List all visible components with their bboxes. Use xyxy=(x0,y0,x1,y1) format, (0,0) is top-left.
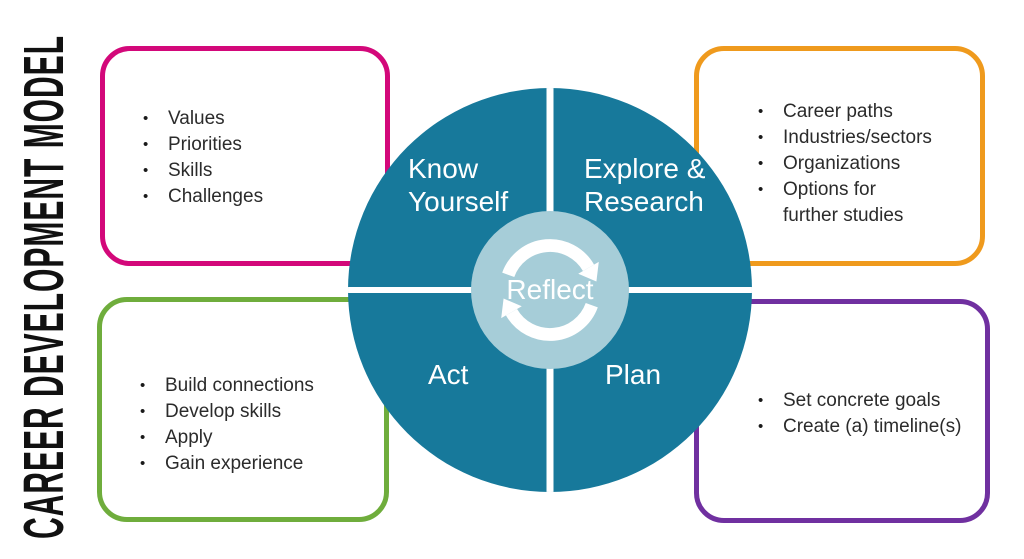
list-item: • Industries/sectors xyxy=(758,125,935,151)
reflect-label: Reflect xyxy=(506,274,594,305)
bullet-icon: • xyxy=(758,129,764,146)
list-item: • Values xyxy=(143,106,263,132)
quadrant-label-plan: Plan xyxy=(605,359,662,390)
cycle-arrows-icon xyxy=(501,239,599,341)
list-item: • Challenges xyxy=(143,184,263,210)
list-item-text: Career paths xyxy=(783,101,893,122)
bullet-icon: • xyxy=(758,392,764,409)
list-item-text: Set concrete goals xyxy=(783,390,941,411)
bullet-icon: • xyxy=(143,136,149,153)
list-item: • Build connections xyxy=(140,373,314,399)
list-item: • Organizations xyxy=(758,151,935,177)
bullet-icon: • xyxy=(140,377,146,394)
list-item-text: Organizations xyxy=(783,153,901,174)
bullet-icon: • xyxy=(758,418,764,435)
quadrant-label-know-yourself: Know Yourself xyxy=(408,153,509,217)
page-title: CAREER DEVELOPMENT MODEL xyxy=(14,34,77,540)
list-item: • Apply xyxy=(140,425,314,451)
list-item: • Set concrete goals xyxy=(758,388,961,414)
bullet-icon: • xyxy=(143,110,149,127)
list-item-text: Industries/sectors xyxy=(783,127,932,148)
bullet-icon: • xyxy=(758,155,764,172)
list-item-text: Gain experience xyxy=(165,453,304,474)
plan-list: • Set concrete goals • Create (a) timeline… xyxy=(758,388,961,440)
bullet-icon: • xyxy=(140,455,146,472)
list-item: • Options for further studies xyxy=(758,177,935,229)
list-item-text: Options for further studies xyxy=(783,179,904,226)
list-item-text: Create (a) timeline(s) xyxy=(783,416,962,437)
list-item: • Gain experience xyxy=(140,451,314,477)
list-item-text: Build connections xyxy=(165,375,314,396)
list-item-text: Challenges xyxy=(168,186,264,207)
list-item: • Skills xyxy=(143,158,263,184)
panel-act: • Build connections • Develop skills • Appl… xyxy=(97,297,389,522)
bullet-icon: • xyxy=(758,103,764,120)
list-item-text: Values xyxy=(168,108,225,129)
list-item: • Priorities xyxy=(143,132,263,158)
bullet-icon: • xyxy=(143,162,149,179)
act-list: • Build connections • Develop skills • Appl… xyxy=(140,373,314,477)
list-item: • Develop skills xyxy=(140,399,314,425)
list-item-text: Develop skills xyxy=(165,401,282,422)
list-item-text: Skills xyxy=(168,160,213,181)
quadrant-label-act: Act xyxy=(428,359,469,390)
know-yourself-list: • Values • Priorities • Skills • Challenges xyxy=(143,106,263,210)
bullet-icon: • xyxy=(143,188,149,205)
explore-research-list: • Career paths • Industries/sectors • Organ… xyxy=(758,99,935,229)
list-item-text: Priorities xyxy=(168,134,242,155)
cycle-circle: Know Yourself Explore & Research Act Pla… xyxy=(348,88,752,492)
bullet-icon: • xyxy=(758,181,764,198)
list-item-text: Apply xyxy=(165,427,213,448)
reflect-hub: Reflect xyxy=(471,211,629,369)
bullet-icon: • xyxy=(140,429,146,446)
quadrant-label-explore-research: Explore & Research xyxy=(584,153,706,217)
bullet-icon: • xyxy=(140,403,146,420)
panel-know-yourself: • Values • Priorities • Skills • Challenges xyxy=(100,46,390,266)
list-item: • Career paths xyxy=(758,99,935,125)
list-item: • Create (a) timeline(s) xyxy=(758,414,961,440)
